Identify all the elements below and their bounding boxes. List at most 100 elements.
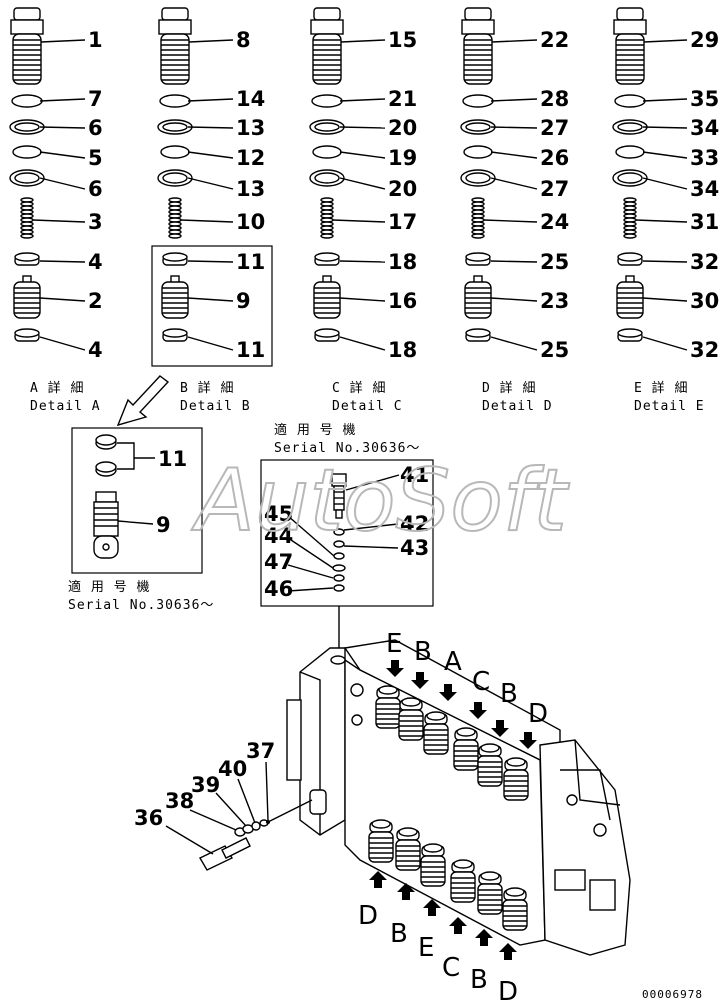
detail-a-callout: 7 bbox=[88, 87, 103, 111]
detail-b-callout: 11 bbox=[236, 250, 265, 274]
top-letter-b1: B bbox=[414, 637, 432, 667]
bottom-letter-d2: D bbox=[498, 977, 518, 1006]
detail-b-callout: 11 bbox=[236, 338, 265, 362]
leader-45 bbox=[287, 515, 335, 557]
leader-42 bbox=[343, 523, 399, 531]
detail-b-callout: 13 bbox=[236, 177, 265, 201]
callout-39: 39 bbox=[191, 773, 220, 797]
detail-b-parts: 8 14 13 12 13 10 11 9 11 bbox=[157, 7, 265, 362]
detail-e-callout: 33 bbox=[690, 146, 719, 170]
detail-e-callout: 32 bbox=[690, 338, 719, 362]
leader-46 bbox=[287, 587, 334, 592]
detail-a-caption-jp: A 詳 細 bbox=[30, 380, 84, 396]
detail-b-callout: 8 bbox=[236, 28, 251, 52]
detail-d-callout: 27 bbox=[540, 116, 569, 140]
detail-b-callout: 12 bbox=[236, 146, 265, 170]
leader-43 bbox=[343, 545, 399, 549]
detail-a-callout: 5 bbox=[88, 146, 103, 170]
detail-a-callout: 4 bbox=[88, 250, 103, 274]
detail-e-callout: 32 bbox=[690, 250, 719, 274]
top-letter-e: E bbox=[386, 629, 402, 659]
leader-36 bbox=[165, 825, 214, 855]
leader-47 bbox=[287, 564, 334, 579]
detail-c-callout: 17 bbox=[388, 210, 417, 234]
top-letter-c: C bbox=[472, 667, 490, 697]
detail-e-callout: 30 bbox=[690, 289, 719, 313]
bottom-letter-e: E bbox=[418, 933, 434, 963]
plug-assembly bbox=[199, 799, 313, 871]
detail-c-parts: 15 21 20 19 20 17 18 16 18 bbox=[309, 7, 417, 362]
detail-b-callout: 10 bbox=[236, 210, 265, 234]
callout-37: 37 bbox=[246, 739, 275, 763]
detail-d-caption-en: Detail D bbox=[482, 399, 553, 414]
drawing-code: 00006978 bbox=[642, 988, 703, 1001]
alt-leader-9 bbox=[117, 520, 154, 525]
top-spool-caps bbox=[375, 685, 529, 801]
control-valve-body bbox=[286, 639, 631, 956]
bottom-spool-caps bbox=[368, 819, 528, 931]
alt-callout-9: 9 bbox=[156, 513, 171, 537]
detail-a-caption-en: Detail A bbox=[30, 399, 101, 414]
alt-serial-box bbox=[71, 427, 203, 574]
leader-40 bbox=[237, 778, 256, 824]
detail-e-callout: 34 bbox=[690, 177, 719, 201]
detail-a-callout: 4 bbox=[88, 338, 103, 362]
relief-serial-box bbox=[260, 459, 434, 607]
leader-44 bbox=[287, 537, 334, 569]
detail-b-callout: 9 bbox=[236, 289, 251, 313]
bottom-letter-b1: B bbox=[390, 919, 408, 949]
callout-38: 38 bbox=[165, 789, 194, 813]
detail-c-callout: 20 bbox=[388, 177, 417, 201]
top-letter-a: A bbox=[444, 647, 462, 677]
top-direction-arrows bbox=[386, 660, 537, 749]
leader-41 bbox=[345, 474, 400, 491]
leader-38 bbox=[189, 809, 237, 831]
relief-callout-42: 42 bbox=[400, 512, 429, 536]
detail-d-callout: 23 bbox=[540, 289, 569, 313]
detail-c-callout: 21 bbox=[388, 87, 417, 111]
detail-b-highlight-box bbox=[151, 245, 273, 367]
alt-callout-11: 11 bbox=[158, 447, 187, 471]
detail-captions: A 詳 細 Detail A B 詳 細 Detail B C 詳 細 Deta… bbox=[30, 380, 705, 414]
bottom-letter-c: C bbox=[442, 953, 460, 983]
detail-c-callout: 18 bbox=[388, 338, 417, 362]
detail-d-callout: 25 bbox=[540, 250, 569, 274]
detail-c-callout: 15 bbox=[388, 28, 417, 52]
detail-c-callout: 18 bbox=[388, 250, 417, 274]
detail-d-callout: 28 bbox=[540, 87, 569, 111]
bottom-letter-b2: B bbox=[470, 965, 488, 995]
detail-a-callout: 3 bbox=[88, 210, 103, 234]
callout-40: 40 bbox=[218, 757, 247, 781]
detail-b-callout: 14 bbox=[236, 87, 265, 111]
detail-c-caption-jp: C 詳 細 bbox=[332, 380, 386, 396]
detail-e-caption-en: Detail E bbox=[634, 399, 705, 414]
detail-d-callout: 24 bbox=[540, 210, 569, 234]
relief-callout-46: 46 bbox=[264, 577, 293, 601]
detail-e-caption-jp: E 詳 細 bbox=[634, 380, 688, 396]
detail-e-callout: 29 bbox=[690, 28, 719, 52]
top-letter-d: D bbox=[528, 699, 548, 729]
detail-a-callout: 6 bbox=[88, 116, 103, 140]
bottom-direction-arrows bbox=[369, 871, 517, 960]
relief-callout-41: 41 bbox=[400, 463, 429, 487]
relief-callout-45: 45 bbox=[264, 502, 293, 526]
detail-e-callout: 34 bbox=[690, 116, 719, 140]
detail-a-callout: 1 bbox=[88, 28, 103, 52]
detail-b-caption-en: Detail B bbox=[180, 399, 251, 414]
alt-serial-en: Serial No.30636～ bbox=[68, 598, 214, 613]
relief-serial-en: Serial No.30636～ bbox=[274, 441, 420, 456]
detail-d-callout: 27 bbox=[540, 177, 569, 201]
alt-serial-jp: 適 用 号 機 bbox=[68, 579, 150, 595]
callout-36: 36 bbox=[134, 806, 163, 830]
leader-39 bbox=[215, 792, 247, 827]
detail-d-callout: 26 bbox=[540, 146, 569, 170]
detail-c-callout: 19 bbox=[388, 146, 417, 170]
detail-c-callout: 20 bbox=[388, 116, 417, 140]
detail-b-callout: 13 bbox=[236, 116, 265, 140]
relief-callout-47: 47 bbox=[264, 550, 293, 574]
detail-c-callout: 16 bbox=[388, 289, 417, 313]
